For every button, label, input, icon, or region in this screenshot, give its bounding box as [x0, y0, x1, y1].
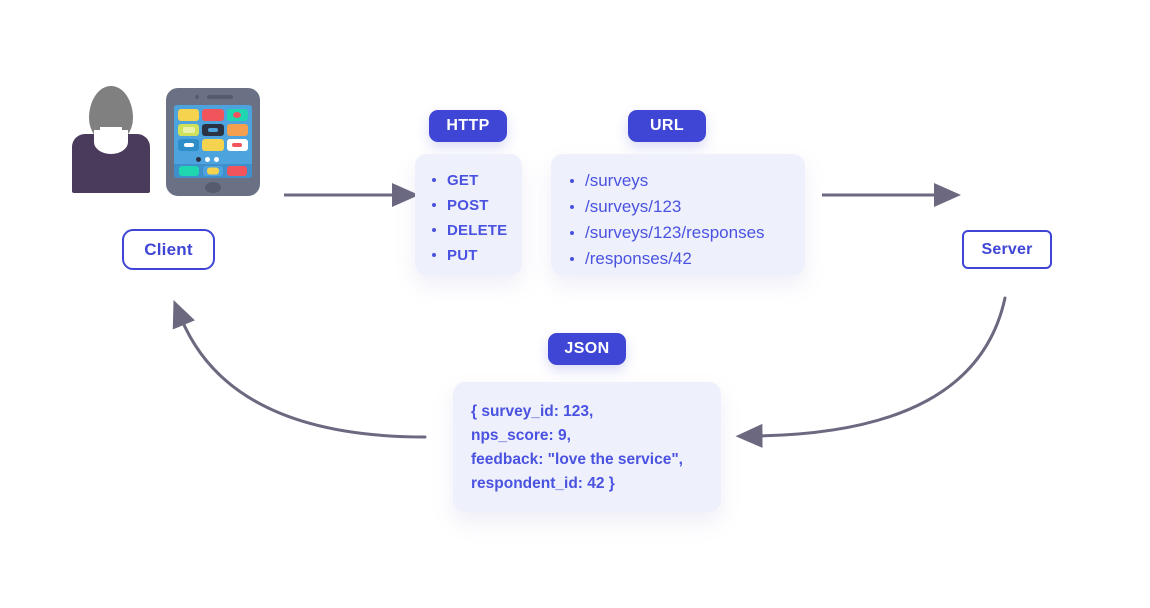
arrow-server-to-response — [735, 296, 1007, 448]
url-paths-panel: /surveys /surveys/123 /surveys/123/respo… — [551, 154, 805, 275]
app-tile-glyph — [183, 143, 194, 147]
http-methods-panel: GET POST DELETE PUT — [415, 154, 522, 275]
phone-dock — [174, 164, 252, 178]
list-item: DELETE — [431, 218, 522, 243]
page-dot-active — [196, 157, 201, 162]
phone-page-dots — [196, 157, 230, 162]
url-path-label: /surveys — [585, 171, 649, 190]
dock-tile-glyph — [207, 167, 219, 175]
http-badge-label: HTTP — [446, 117, 490, 134]
dock-tile — [203, 166, 223, 176]
http-badge: HTTP — [429, 110, 507, 142]
arrow-response-to-client — [172, 299, 427, 439]
app-tile-glyph — [232, 143, 243, 147]
app-tile-glyph — [207, 128, 218, 132]
page-dot — [214, 157, 219, 162]
json-badge: JSON — [548, 333, 626, 365]
url-path-label: /surveys/123 — [585, 197, 682, 216]
phone-home-button — [205, 182, 221, 193]
app-tile-glyph — [182, 127, 195, 133]
client-label: Client — [144, 239, 193, 259]
phone-screen — [174, 105, 252, 178]
json-line: feedback: "love the service", — [471, 451, 683, 468]
json-response-body: { survey_id: 123, nps_score: 9, feedback… — [453, 382, 721, 496]
dock-tile — [179, 166, 199, 176]
app-tile — [226, 124, 248, 136]
list-item: /surveys — [569, 168, 805, 194]
phone-camera — [195, 95, 199, 99]
page-dot — [205, 157, 210, 162]
http-method-label: DELETE — [447, 222, 508, 239]
app-tile — [178, 124, 200, 136]
list-item: /surveys/123/responses — [569, 220, 805, 246]
http-methods-list: GET POST DELETE PUT — [415, 154, 522, 268]
json-line: respondent_id: 42 } — [471, 475, 615, 492]
app-tile-glyph — [233, 112, 242, 118]
app-tile — [226, 139, 248, 151]
json-line: nps_score: 9, — [471, 427, 571, 444]
url-path-label: /surveys/123/responses — [585, 223, 765, 242]
dock-tile — [227, 166, 247, 176]
url-badge-label: URL — [649, 117, 685, 134]
http-method-label: POST — [447, 197, 489, 214]
json-response-panel: { survey_id: 123, nps_score: 9, feedback… — [453, 382, 721, 512]
server-label: Server — [981, 240, 1033, 258]
http-method-label: PUT — [447, 247, 478, 264]
app-tile — [178, 109, 200, 121]
app-tile — [202, 124, 224, 136]
json-badge-label: JSON — [564, 340, 610, 357]
list-item: /responses/42 — [569, 246, 805, 272]
list-item: /surveys/123 — [569, 194, 805, 220]
http-method-label: GET — [447, 172, 479, 189]
json-line: { survey_id: 123, — [471, 403, 594, 420]
smartphone-icon — [166, 88, 260, 196]
list-item: PUT — [431, 243, 522, 268]
url-paths-list: /surveys /surveys/123 /surveys/123/respo… — [551, 154, 805, 272]
server-label-box[interactable]: Server — [962, 230, 1052, 269]
url-path-label: /responses/42 — [585, 249, 692, 268]
client-label-box[interactable]: Client — [122, 229, 215, 270]
url-badge: URL — [628, 110, 706, 142]
phone-app-grid — [174, 105, 252, 155]
app-tile — [226, 109, 248, 121]
list-item: POST — [431, 193, 522, 218]
phone-speaker — [207, 95, 233, 99]
list-item: GET — [431, 168, 522, 193]
app-tile — [202, 109, 224, 121]
app-tile — [178, 139, 200, 151]
app-tile — [202, 139, 224, 151]
avatar-collar — [94, 130, 128, 154]
user-avatar-icon — [72, 86, 150, 193]
